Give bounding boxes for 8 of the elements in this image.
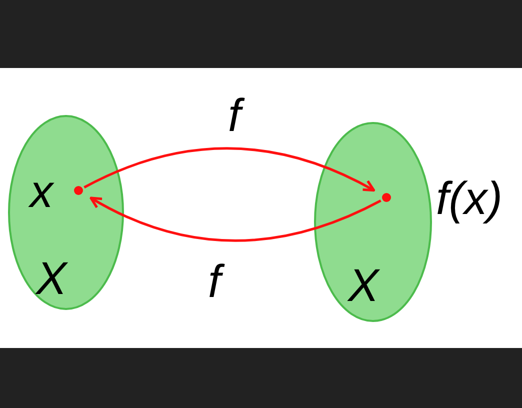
set-ellipse bbox=[314, 122, 432, 322]
mapping-arrow bbox=[90, 196, 382, 242]
set-ellipse bbox=[8, 115, 124, 310]
mapping-arrow bbox=[84, 147, 376, 192]
element-label: x bbox=[30, 168, 53, 214]
element-label: f(x) bbox=[436, 175, 502, 221]
set-name: X bbox=[348, 262, 379, 308]
set-name: X bbox=[36, 255, 67, 301]
